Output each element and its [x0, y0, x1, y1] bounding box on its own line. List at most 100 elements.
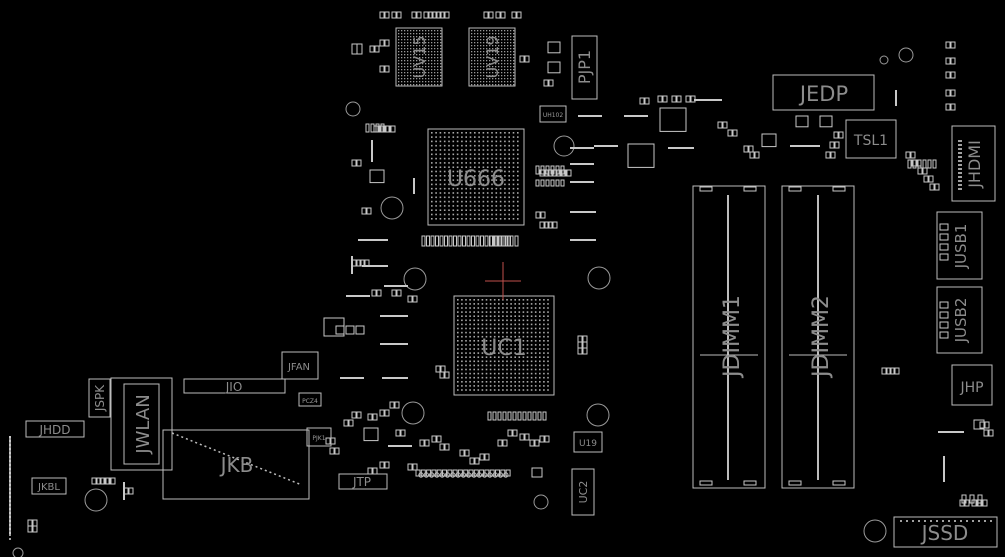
chip-pin — [401, 81, 403, 83]
passive-pad — [945, 103, 951, 111]
bga-ball — [526, 352, 529, 354]
uv19-component[interactable]: UV19 — [468, 27, 516, 87]
jusb1-connector[interactable]: JUSB1 — [936, 211, 983, 280]
chip-pin — [401, 72, 403, 74]
bga-ball — [504, 209, 506, 211]
chip-pin — [489, 51, 491, 53]
jkb-connector[interactable]: JKB — [162, 429, 310, 500]
jdimm2-slot[interactable]: JDIMM2 — [781, 185, 855, 489]
bga-ball — [489, 315, 492, 317]
chip-pin — [422, 84, 424, 86]
jspk-connector[interactable]: JSPK — [88, 378, 111, 418]
chip-pin — [495, 36, 497, 38]
bga-ball — [543, 331, 545, 334]
pjp1-component[interactable]: PJP1 — [571, 35, 598, 100]
ssd-pin — [948, 520, 950, 522]
dimm-clip — [743, 186, 757, 192]
chip-pin — [416, 36, 418, 38]
bga-ball — [469, 213, 472, 216]
bga-ball — [486, 196, 489, 199]
bga-ball — [534, 385, 537, 387]
bga-ball — [491, 179, 493, 181]
bga-ball — [510, 327, 512, 330]
chip-pin — [404, 72, 406, 74]
jhp-connector[interactable]: JHP — [951, 364, 993, 406]
bga-ball — [452, 166, 455, 168]
bga-ball — [506, 364, 508, 367]
chip-pin — [477, 39, 479, 41]
bga-ball — [502, 352, 504, 354]
bga-ball — [477, 356, 480, 358]
hdmi-pin — [958, 168, 962, 170]
bga-ball — [482, 175, 485, 177]
bga-ball — [499, 175, 502, 177]
bga-ball — [495, 192, 498, 194]
uv15-component[interactable]: UV15 — [395, 27, 443, 87]
jdimm1-slot[interactable]: JDIMM1 — [692, 185, 766, 489]
tsl1-component[interactable]: TSL1 — [845, 119, 897, 159]
ssd-pin — [942, 520, 944, 522]
bga-ball — [534, 319, 537, 322]
uc1-chip[interactable]: UC1 — [453, 295, 555, 396]
hdmi-pin — [958, 180, 962, 182]
pad-row — [375, 123, 380, 133]
jhdmi-connector[interactable]: JHDMI — [951, 125, 996, 202]
chip-pin — [413, 57, 415, 59]
bga-ball — [457, 299, 459, 301]
bga-ball — [498, 348, 500, 350]
pcz4-component[interactable]: PCZ4 — [298, 392, 322, 407]
jfan-connector[interactable]: JFAN — [281, 351, 319, 380]
passive-pad — [717, 121, 723, 129]
jhdd-connector[interactable]: JHDD — [25, 420, 85, 438]
bga-ball — [439, 136, 442, 138]
chip-pin — [513, 63, 515, 65]
bga-ball — [499, 218, 502, 220]
chip-pin — [513, 42, 515, 44]
jkbl-connector[interactable]: JKBL — [31, 477, 67, 495]
bga-ball — [469, 136, 472, 138]
passive-pad — [464, 449, 470, 457]
bga-ball — [469, 315, 471, 317]
small-ic — [547, 41, 561, 54]
passive-pad — [366, 207, 372, 215]
u666-chip[interactable]: U666 — [427, 128, 525, 226]
passive-pad — [945, 57, 951, 65]
passive-pad — [444, 11, 450, 19]
passive-pad — [27, 519, 33, 527]
bga-ball — [489, 335, 492, 338]
chip-pin — [495, 54, 497, 56]
bga-ball — [506, 381, 508, 383]
bga-ball — [510, 381, 512, 383]
bga-ball — [534, 360, 537, 363]
chip-pin — [431, 39, 433, 41]
passive-pad — [749, 151, 755, 159]
bga-ball — [508, 170, 510, 173]
chip-pin — [410, 30, 412, 32]
passive-pad — [540, 211, 546, 219]
u19-component[interactable]: U19 — [573, 431, 603, 453]
uc2-component[interactable]: UC2 — [571, 468, 595, 516]
usb-pin — [939, 301, 949, 309]
jio-connector[interactable]: JIO — [183, 378, 286, 394]
bga-ball — [539, 356, 541, 358]
jtp-connector[interactable]: JTP — [338, 473, 388, 490]
passive-pad — [469, 457, 475, 465]
bga-ball — [530, 307, 533, 309]
jwlan-connector[interactable]: JWLAN — [110, 377, 173, 471]
connector-pin — [423, 472, 429, 478]
bga-ball — [495, 200, 498, 203]
bga-ball — [530, 389, 533, 391]
passive-pad — [534, 439, 540, 447]
chip-pin — [437, 54, 439, 56]
uh102-component[interactable]: UH102 — [539, 105, 567, 123]
bga-ball — [498, 372, 500, 375]
jedp-connector[interactable]: JEDP — [772, 74, 875, 111]
jssd-connector[interactable]: JSSD — [893, 516, 998, 548]
passive-pad — [407, 463, 413, 471]
bga-ball — [469, 376, 471, 379]
chip-pin — [504, 60, 506, 62]
passive-pad — [676, 95, 682, 103]
pjk1-component[interactable]: PJK1 — [306, 427, 332, 447]
jusb2-connector[interactable]: JUSB2 — [936, 286, 983, 354]
chip-pin — [474, 42, 476, 44]
